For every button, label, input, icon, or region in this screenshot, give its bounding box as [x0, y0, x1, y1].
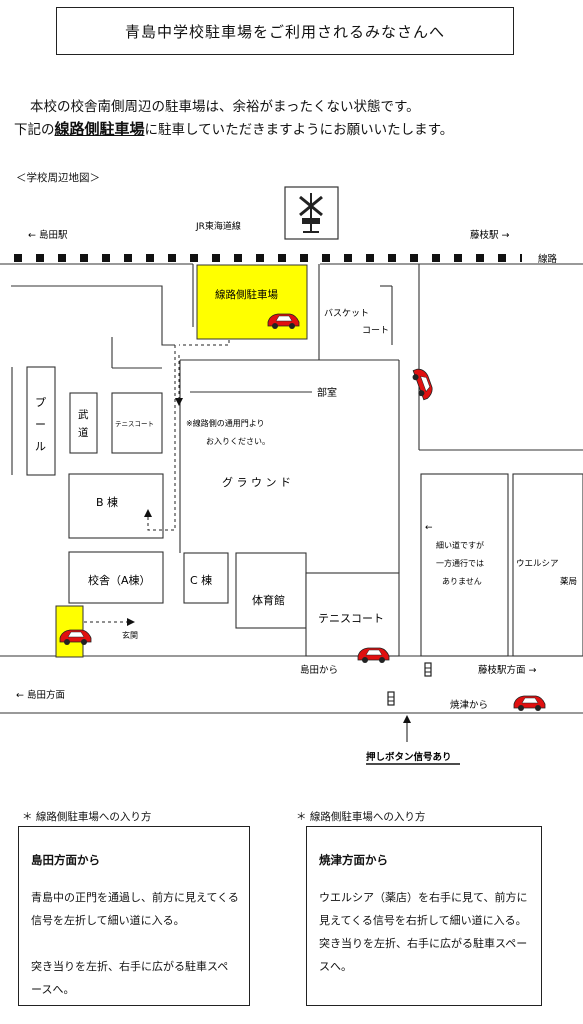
push-button-signal-icon [387, 691, 395, 706]
direction-caption-shimada: ＊ 線路側駐車場への入り方 [22, 811, 152, 823]
intro-text: 本校の校舎南側周辺の駐車場は、余裕がまったくない状態です。 下記の線路側駐車場に… [14, 96, 574, 141]
car-icon [357, 647, 390, 663]
pool-label-1: プ [35, 396, 46, 409]
b-building-label: B 棟 [96, 495, 118, 509]
direction-caption-yaizu: ＊ 線路側駐車場への入り方 [296, 811, 426, 823]
welcia-label: ウエルシア [516, 559, 559, 569]
toward-shimada-label: ← 島田方面 [16, 689, 65, 701]
direction-heading-yaizu: 焼津方面から [319, 853, 388, 867]
toward-fujieda-label: 藤枝駅方面 → [478, 664, 537, 676]
ground-label: グ ラ ウ ン ド [222, 475, 291, 489]
gate-note-line-2: お入りください。 [206, 437, 270, 446]
pool-label-3: ル [35, 440, 46, 453]
tracks-label: 線路 [538, 253, 558, 265]
from-shimada-label: 島田から [300, 664, 338, 676]
left-station-label: ← 島田駅 [28, 229, 68, 241]
from-yaizu-label: 焼津から [450, 699, 488, 711]
railway-side-parking [196, 264, 308, 340]
railway-crossing-sign-icon [284, 186, 339, 240]
car-icon [59, 629, 92, 645]
narrow-road-arrow-icon: ← [425, 523, 433, 533]
car-icon [267, 313, 300, 329]
narrow-road-label-2: 一方通行では [436, 558, 484, 568]
direction-box-yaizu: 焼津方面から ウエルシア（薬店）を右手に見て、前方に見えてくる信号を右折して細い… [306, 826, 542, 1006]
narrow-road-label-1: 細い道ですが [436, 540, 484, 550]
drugstore-label: 薬局 [560, 576, 577, 587]
basketball-court-label-2: コート [362, 326, 389, 336]
basketball-court-label-1: バスケット [324, 308, 369, 319]
gate-note-line-1: ※線路側の通用門より [186, 418, 265, 428]
school-area-map: JR東海道線 ← 島田駅 藤枝駅 → 線路 線路側駐車場 [0, 186, 583, 765]
intro-line-2: 下記の線路側駐車場に駐車していただきますようにお願いいたします。 [14, 120, 454, 138]
traffic-signal-icon [424, 662, 432, 677]
parking-emphasis: 線路側駐車場 [54, 120, 145, 138]
page-title: 青島中学校駐車場をご利用されるみなさんへ [56, 7, 514, 55]
pool-label-2: ー [35, 418, 46, 431]
rail-line-label: JR東海道線 [195, 220, 241, 232]
entrance-label: 玄関 [122, 630, 138, 640]
map-caption: ＜学校周辺地図＞ [16, 172, 100, 184]
car-icon [412, 368, 433, 401]
a-building-label: 校舎（A棟） [88, 573, 151, 587]
small-tennis-label: テニスコート [115, 420, 154, 428]
right-station-label: 藤枝駅 → [470, 229, 510, 241]
tennis-court-label: テニスコート [318, 612, 384, 625]
club-room-label: 部室 [317, 386, 337, 399]
budo-label-1: 武 [78, 408, 89, 421]
push-button-signal-label: 押しボタン信号あり [366, 751, 452, 763]
car-icon [513, 695, 546, 711]
railway-parking-label: 線路側駐車場 [215, 288, 278, 301]
c-building-label: C 棟 [190, 573, 212, 587]
direction-body-shimada: 青島中の正門を通過し、前方に見えてくる信号を左折して細い道に入る。 突き当りを左… [31, 891, 239, 996]
direction-box-shimada: 島田方面から 青島中の正門を通過し、前方に見えてくる信号を左折して細い道に入る。… [18, 826, 250, 1006]
narrow-road-label-3: ありません [442, 577, 482, 586]
direction-body-yaizu: ウエルシア（薬店）を右手に見て、前方に見えてくる信号を右折して細い道に入る。 突… [319, 891, 528, 973]
intro-line-1: 本校の校舎南側周辺の駐車場は、余裕がまったくない状態です。 [30, 99, 420, 115]
budo-label-2: 道 [78, 426, 89, 439]
gym-label: 体育館 [252, 593, 285, 607]
direction-heading-shimada: 島田方面から [31, 853, 100, 867]
